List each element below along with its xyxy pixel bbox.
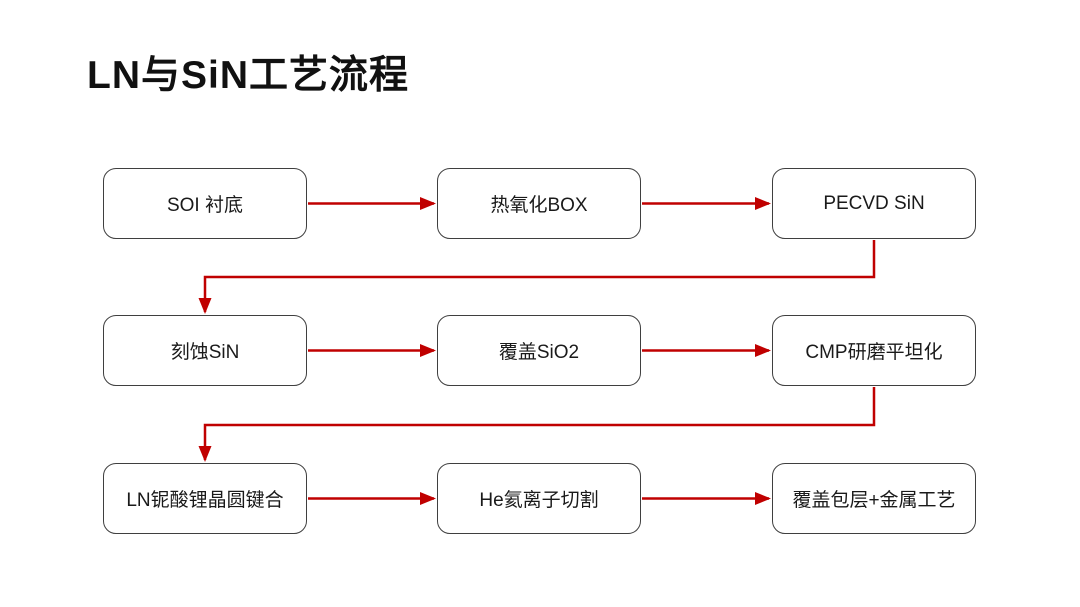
flow-box-label: He氦离子切割: [479, 490, 599, 511]
connector-pecvd-to-etch: [198, 240, 876, 314]
flow-box-label: LN铌酸锂晶圆键合: [126, 490, 284, 511]
page-title: LN与SiN工艺流程: [87, 54, 410, 97]
flow-box-label: 覆盖SiO2: [498, 342, 580, 363]
flow-box-ln-wafer-bonding: LN铌酸锂晶圆键合: [103, 463, 307, 534]
flow-box-label: 覆盖包层+金属工艺: [792, 490, 956, 511]
flow-box-etch-sin: 刻蚀SiN: [103, 315, 307, 386]
flow-box-label: 热氧化BOX: [490, 195, 588, 216]
flow-box-pecvd-sin: PECVD SiN: [772, 168, 976, 239]
connector-cmp-to-ln-bonding: [198, 387, 876, 462]
flow-box-sio2-cover: 覆盖SiO2: [437, 315, 641, 386]
flow-box-cmp-planarization: CMP研磨平坦化: [772, 315, 976, 386]
flow-box-soi-substrate: SOI 衬底: [103, 168, 307, 239]
flow-box-label: CMP研磨平坦化: [805, 342, 943, 363]
flow-box-cladding-metal: 覆盖包层+金属工艺: [772, 463, 976, 534]
flow-box-he-ion-slicing: He氦离子切割: [437, 463, 641, 534]
flow-box-label: PECVD SiN: [823, 192, 925, 214]
flow-box-thermal-oxide-box: 热氧化BOX: [437, 168, 641, 239]
flow-box-label: 刻蚀SiN: [170, 342, 240, 363]
flow-box-label: SOI 衬底: [166, 195, 243, 216]
